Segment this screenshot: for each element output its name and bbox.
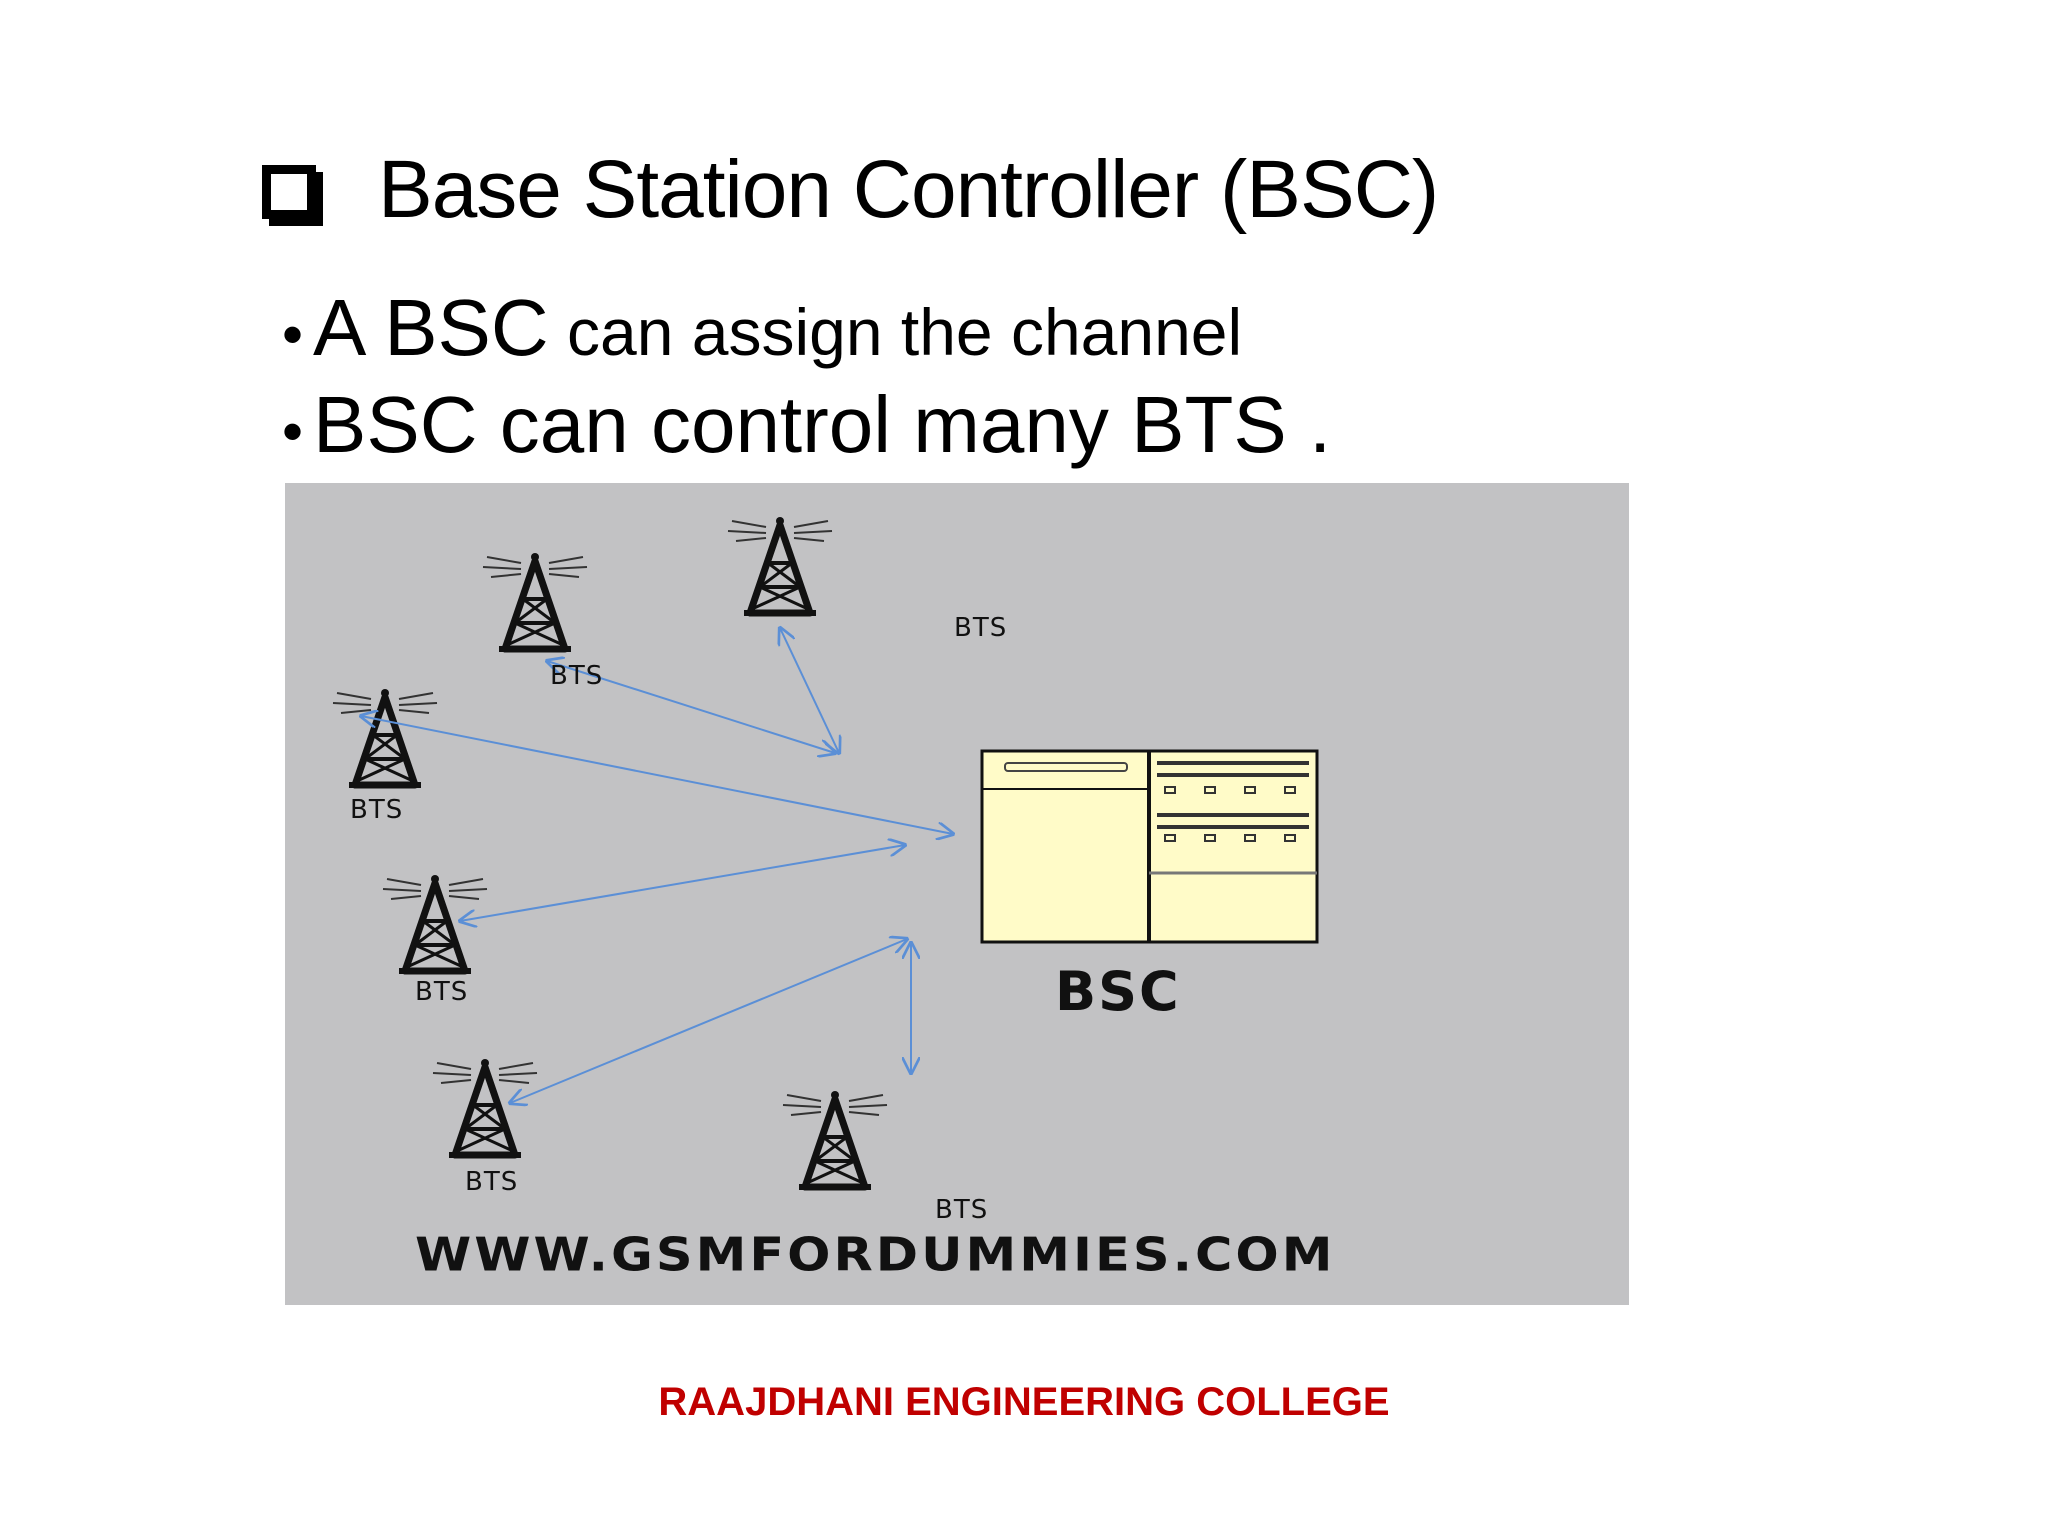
bullet-text: BSC can control many BTS . <box>313 380 1332 469</box>
bts-label: BTS <box>954 613 1008 643</box>
diagram-canvas <box>285 483 1319 1305</box>
bts-label: BTS <box>350 795 404 825</box>
bts-tower-icon <box>333 689 437 785</box>
bts-label: BTS <box>550 661 604 691</box>
bullet-marker: • <box>282 301 304 368</box>
bullet-control-bts: • BSC can control many BTS . <box>282 385 1331 465</box>
bts-label: BTS <box>935 1195 989 1225</box>
checkbox-icon <box>262 165 316 219</box>
bts-tower-icon <box>783 1091 887 1187</box>
bts-label: BTS <box>415 977 469 1007</box>
slide-title-row: Base Station Controller (BSC) <box>262 140 1439 240</box>
bts-tower-icon <box>383 875 487 971</box>
bts-tower-icon <box>433 1059 537 1155</box>
bullet-marker: • <box>282 398 304 465</box>
bts-label: BTS <box>465 1167 519 1197</box>
bsc-cabinet-icon <box>980 749 1319 944</box>
bsc-label: BSC <box>1055 960 1181 1023</box>
bts-tower-icon <box>483 553 587 649</box>
watermark-text: WWW.GSMFORDUMMIES.COM <box>415 1229 1336 1283</box>
bullet-assign-channel: • A BSC can assign the channel <box>282 288 1242 368</box>
slide-title: Base Station Controller (BSC) <box>378 144 1439 235</box>
footer-college-name: RAAJDHANI ENGINEERING COLLEGE <box>658 1380 1390 1424</box>
bullet-lead-text: A BSC <box>313 283 549 372</box>
link-arrows <box>361 628 953 1103</box>
bts-tower-icon <box>728 517 832 613</box>
bullet-rest-text: can assign the channel <box>548 295 1243 369</box>
bsc-bts-diagram: BTS BTS BTS BTS BTS BTS BSC WWW.GSMFORDU… <box>285 483 1629 1305</box>
